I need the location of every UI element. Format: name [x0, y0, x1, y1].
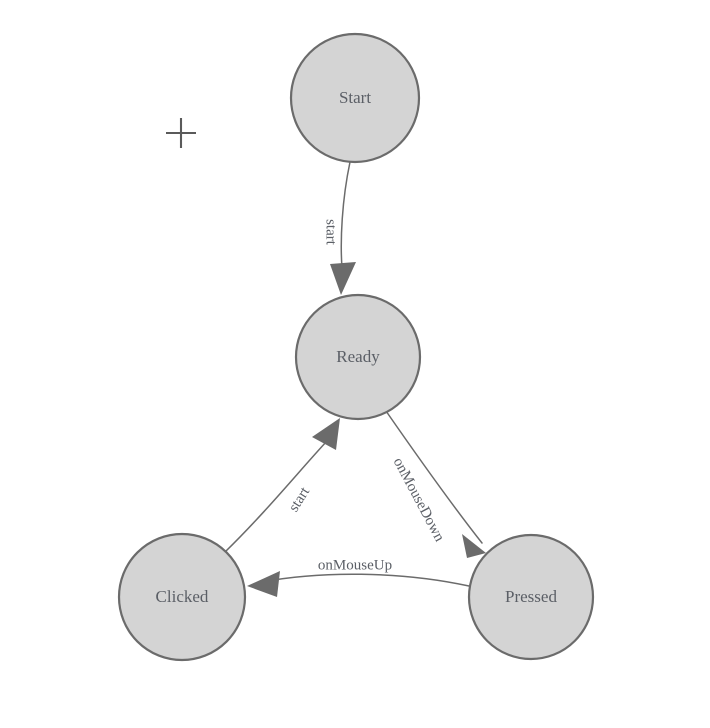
node-label-pressed: Pressed — [505, 587, 557, 606]
node-circle-ready[interactable] — [294, 293, 422, 421]
edge-clicked-to-ready[interactable]: start — [224, 418, 340, 553]
node-label-clicked: Clicked — [156, 587, 209, 606]
edge-pressed-to-clicked[interactable]: onMouseUp — [247, 557, 470, 597]
node-start[interactable]: Start — [289, 32, 421, 164]
edge-arrowhead-pressed-to-clicked — [247, 571, 280, 597]
edge-label-clicked-to-ready: start — [286, 484, 314, 515]
edge-label-start-to-ready: start — [323, 219, 339, 246]
node-pressed[interactable]: Pressed — [467, 533, 595, 661]
edge-label-ready-to-pressed: onMouseDown — [390, 455, 448, 545]
node-circle-clicked[interactable] — [117, 532, 247, 662]
edge-ready-to-pressed[interactable]: onMouseDown — [385, 410, 486, 558]
edge-arrowhead-clicked-to-ready — [312, 418, 340, 450]
node-circle-start[interactable] — [289, 32, 421, 164]
plus-icon[interactable] — [166, 118, 196, 148]
edge-arrowhead-ready-to-pressed — [462, 534, 486, 558]
edge-arrowhead-start-to-ready — [330, 262, 356, 295]
edge-path-pressed-to-clicked[interactable] — [261, 573, 470, 587]
node-circle-pressed[interactable] — [467, 533, 595, 661]
edge-start-to-ready[interactable]: start — [323, 161, 356, 295]
node-label-ready: Ready — [336, 347, 380, 366]
node-clicked[interactable]: Clicked — [117, 532, 247, 662]
edge-label-pressed-to-clicked: onMouseUp — [318, 557, 392, 573]
node-ready[interactable]: Ready — [294, 293, 422, 421]
edge-path-ready-to-pressed[interactable] — [385, 410, 483, 544]
edge-path-clicked-to-ready[interactable] — [224, 440, 328, 553]
node-label-start: Start — [339, 88, 371, 107]
edge-path-start-to-ready[interactable] — [340, 161, 351, 269]
